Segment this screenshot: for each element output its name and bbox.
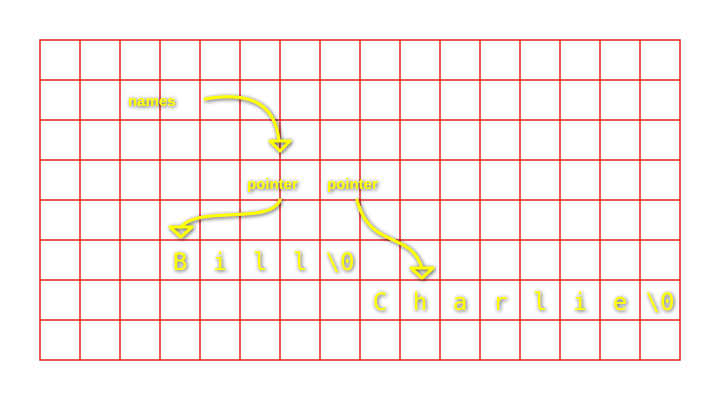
charlie-char: h — [413, 288, 427, 316]
names-to-pointer-arrow — [203, 95, 292, 153]
charlie-char: \0 — [646, 288, 675, 316]
charlie-char: a — [453, 288, 467, 316]
names-variable-label: names — [128, 93, 176, 110]
pointer-to-charlie-arrow — [355, 198, 435, 280]
bill-char: l — [293, 248, 307, 276]
charlie-char: i — [573, 288, 587, 316]
pointer-label-1: pointer — [247, 176, 298, 193]
charlie-char: l — [533, 288, 547, 316]
charlie-char: e — [613, 288, 627, 316]
bill-char: B — [173, 248, 187, 276]
charlie-char: C — [373, 288, 387, 316]
bill-char: \0 — [326, 248, 355, 276]
pointer-to-bill-arrow — [168, 198, 282, 239]
pointer-label-2: pointer — [327, 176, 378, 193]
memory-grid — [39, 39, 681, 361]
bill-char: i — [213, 248, 227, 276]
bill-char: l — [253, 248, 267, 276]
charlie-char: r — [493, 288, 507, 316]
